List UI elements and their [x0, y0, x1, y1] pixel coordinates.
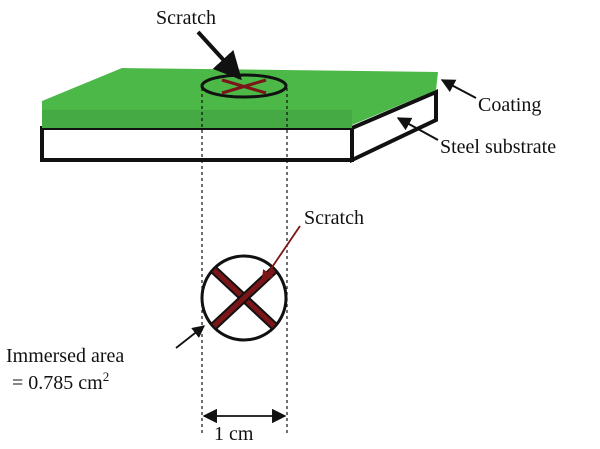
steel-substrate-label: Steel substrate [440, 136, 556, 158]
substrate-front-face [40, 126, 354, 162]
coating-pointer-arrow [440, 79, 477, 99]
scratch-top-label: Scratch [156, 7, 216, 29]
scratch-detail-label: Scratch [304, 207, 364, 229]
immersed-area-circle-group [200, 254, 288, 342]
substrate-side-face [350, 88, 438, 164]
immersed-area-pointer-arrow [175, 325, 205, 349]
scratch-on-coating [200, 73, 288, 99]
scratch-line-top-b [221, 78, 267, 95]
immersed-area-label: Immersed area [6, 345, 124, 367]
immersed-area-value: = 0.785 cm2 [12, 369, 109, 394]
width-dimension-label: 1 cm [214, 423, 254, 445]
scratch-top-pointer-arrow [196, 30, 242, 81]
coating-label: Coating [478, 94, 541, 116]
scratch-detail-pointer-arrow [261, 225, 301, 284]
immersed-area-value-text: = 0.785 cm [12, 372, 103, 394]
substrate-pointer-arrow [396, 117, 439, 141]
projection-lines [201, 88, 288, 436]
scratch-ellipse-top [200, 73, 288, 99]
immersed-area-exponent: 2 [103, 369, 110, 384]
steel-substrate-slab [40, 88, 438, 164]
coating-front-edge [42, 110, 352, 128]
